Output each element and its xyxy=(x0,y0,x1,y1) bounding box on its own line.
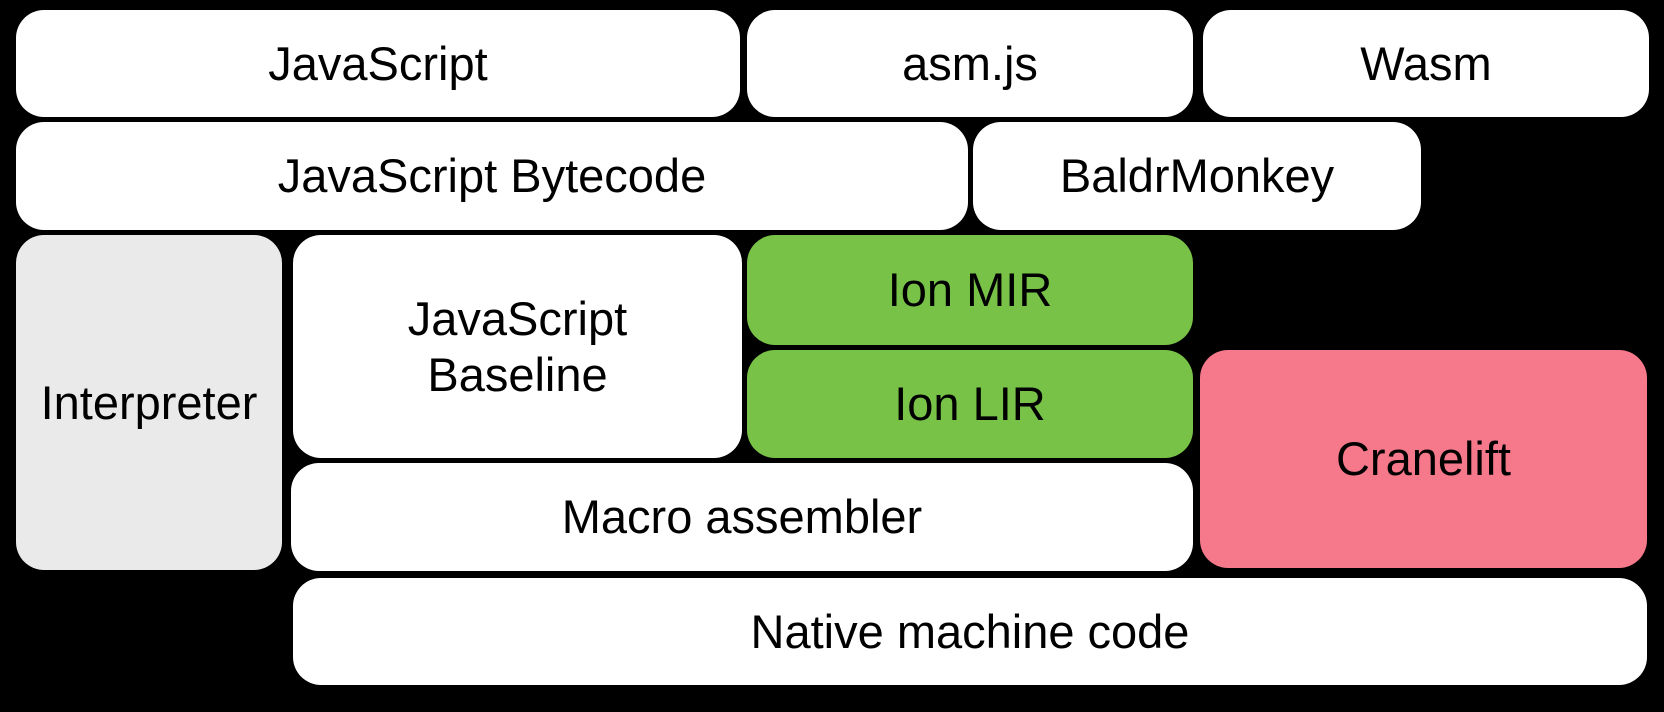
box-javascript-bytecode: JavaScript Bytecode xyxy=(16,122,968,230)
box-javascript-label: JavaScript xyxy=(268,36,488,90)
box-javascript: JavaScript xyxy=(16,10,740,117)
box-javascript-baseline: JavaScript Baseline xyxy=(293,235,742,458)
box-wasm-label: Wasm xyxy=(1360,36,1492,90)
box-native-machine-code-label: Native machine code xyxy=(750,604,1190,658)
box-asm-js-label: asm.js xyxy=(902,36,1038,90)
box-cranelift-label: Cranelift xyxy=(1335,432,1511,486)
box-ion-mir: Ion MIR xyxy=(747,235,1193,345)
box-macro-assembler-label: Macro assembler xyxy=(561,490,923,544)
box-ion-mir-label: Ion MIR xyxy=(887,263,1053,317)
box-interpreter-label: Interpreter xyxy=(40,375,258,429)
box-ion-lir-label: Ion LIR xyxy=(894,377,1046,431)
box-native-machine-code: Native machine code xyxy=(293,578,1647,685)
box-baldrmonkey: BaldrMonkey xyxy=(973,122,1421,230)
box-baldrmonkey-label: BaldrMonkey xyxy=(1059,149,1335,203)
box-macro-assembler: Macro assembler xyxy=(291,463,1193,571)
box-ion-lir: Ion LIR xyxy=(747,350,1193,458)
box-interpreter: Interpreter xyxy=(16,235,282,570)
box-javascript-baseline-label: JavaScript Baseline xyxy=(407,292,628,401)
box-asm-js: asm.js xyxy=(747,10,1193,117)
box-wasm: Wasm xyxy=(1203,10,1649,117)
box-cranelift: Cranelift xyxy=(1200,350,1647,568)
box-javascript-bytecode-label: JavaScript Bytecode xyxy=(277,149,707,203)
